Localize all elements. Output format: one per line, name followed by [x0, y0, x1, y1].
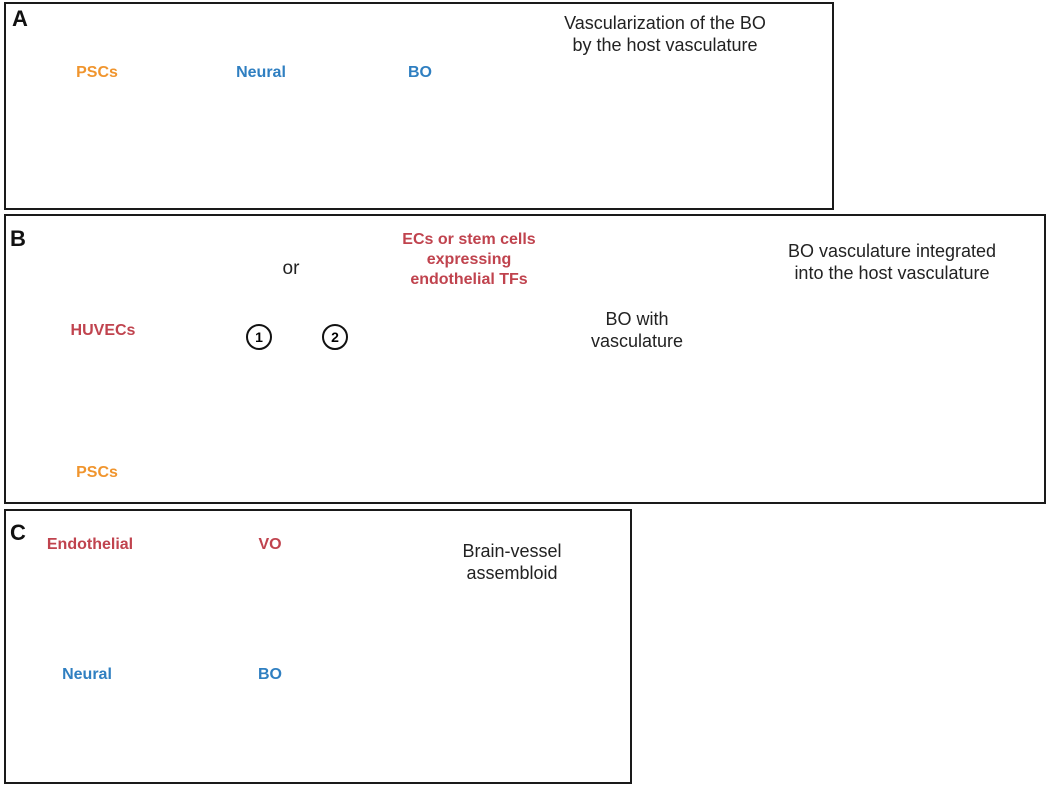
- label-huvecs: HUVECs: [70, 322, 136, 339]
- label-bo-a: BO: [408, 64, 432, 81]
- label-bo-with-line1: BO with: [605, 309, 669, 329]
- label-assembloid-line2: assembloid: [466, 563, 558, 583]
- label-neural-a: Neural: [236, 64, 286, 81]
- label-bo-with-vasculature: BO with vasculature: [572, 308, 702, 352]
- label-bo-c: BO: [258, 666, 282, 683]
- label-assembloid-line1: Brain-vessel: [462, 541, 562, 561]
- caption-a: Vascularization of the BO by the host va…: [520, 12, 810, 56]
- label-pscs-a: PSCs: [76, 64, 118, 81]
- label-ecs-line1: ECs or stem cells: [402, 231, 536, 248]
- label-endothelial: Endothelial: [46, 536, 134, 553]
- label-assembloid: Brain-vessel assembloid: [452, 540, 572, 584]
- caption-b-line1: BO vasculature integrated: [787, 241, 997, 261]
- label-ecs-line3: endothelial TFs: [410, 271, 528, 288]
- panel-b-label: B: [10, 226, 26, 251]
- panel-c-label: C: [10, 520, 26, 545]
- route-2-badge: 2: [322, 324, 348, 350]
- panel-a: [4, 2, 834, 210]
- caption-a-line2: by the host vasculature: [572, 35, 758, 55]
- panel-a-label: A: [12, 6, 28, 31]
- caption-b: BO vasculature integrated into the host …: [752, 240, 1032, 284]
- caption-a-line1: Vascularization of the BO: [564, 13, 766, 33]
- label-bo-with-line2: vasculature: [590, 331, 684, 351]
- label-ecs-line2: expressing: [426, 251, 512, 268]
- label-pscs-b: PSCs: [76, 464, 118, 481]
- label-vo: VO: [258, 536, 282, 553]
- route-1-badge: 1: [246, 324, 272, 350]
- label-ecs: ECs or stem cells expressing endothelial…: [398, 230, 540, 290]
- caption-b-line2: into the host vasculature: [794, 263, 990, 283]
- panel-c: [4, 509, 632, 784]
- panel-b: [4, 214, 1046, 504]
- label-or: or: [282, 258, 300, 279]
- label-neural-c: Neural: [62, 666, 112, 683]
